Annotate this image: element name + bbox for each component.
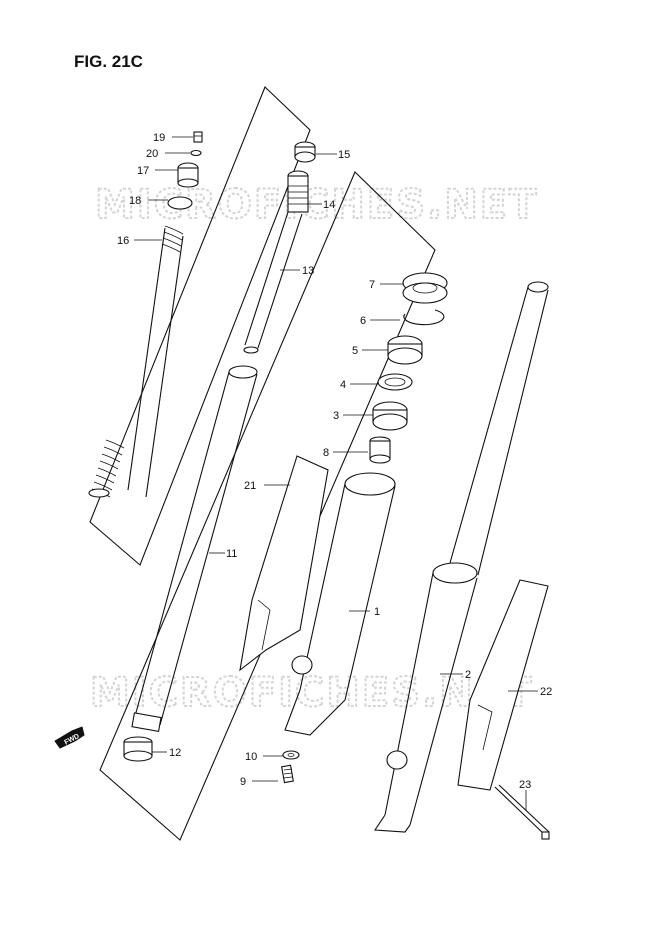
forward-arrow-icon: FWD [54,726,85,749]
callout-15: 15 [338,149,350,161]
figure-title: FIG. 21C [74,52,143,71]
part-21-guard[interactable] [239,455,329,672]
callout-23: 23 [519,779,531,791]
part-2-outer-tube[interactable] [374,281,549,833]
callout-20: 20 [146,148,158,160]
callout-12: 12 [169,747,181,759]
callout-7: 7 [369,279,375,291]
part-10-washer[interactable] [282,750,300,760]
part-16-spring[interactable] [88,225,184,498]
part-15-bushing[interactable] [294,141,316,163]
callout-21: 21 [244,480,256,492]
part-17-cap[interactable] [177,162,199,188]
leader-lines [134,136,538,810]
watermark-bottom: MICROFICHES.NET [90,670,533,716]
part-1-outer-tube[interactable] [284,472,396,736]
callout-3: 3 [333,410,339,422]
assembly-panel-left [89,86,311,566]
part-20-washer[interactable] [190,149,202,157]
part-18-o-ring[interactable] [167,196,193,210]
part-11-outer-tube[interactable] [131,365,258,732]
part-9-bolt[interactable] [281,764,294,784]
callout-14: 14 [323,199,335,211]
part-22-guard[interactable] [457,579,549,791]
part-6-clip[interactable] [403,309,445,326]
callout-6: 6 [360,315,366,327]
part-4-washer[interactable] [377,373,413,391]
part-8-oil-lock[interactable] [369,436,391,464]
watermark-top: MICROFICHES.NET [95,182,538,228]
part-19-bolt[interactable] [193,131,203,143]
callout-11: 11 [226,548,237,560]
callout-19: 19 [153,132,165,144]
part-23-cable-tie[interactable] [494,784,550,840]
callout-17: 17 [137,165,149,177]
callout-8: 8 [323,447,329,459]
callout-22: 22 [540,686,552,698]
part-12-bushing[interactable] [123,736,153,762]
assembly-panel-middle [99,171,436,841]
callout-2: 2 [465,669,471,681]
callout-13: 13 [302,265,314,277]
callout-1: 1 [374,606,380,618]
callout-16: 16 [117,235,129,247]
callout-9: 9 [240,776,246,788]
callout-18: 18 [129,195,141,207]
part-13-damper-rod[interactable] [243,211,303,354]
callout-4: 4 [340,379,346,391]
part-5-ring[interactable] [387,335,423,365]
callout-10: 10 [245,751,257,763]
part-14-damper-top[interactable] [287,170,309,213]
callout-5: 5 [352,345,358,357]
part-7-seal[interactable] [402,272,448,304]
part-3-bushing[interactable] [372,401,408,431]
